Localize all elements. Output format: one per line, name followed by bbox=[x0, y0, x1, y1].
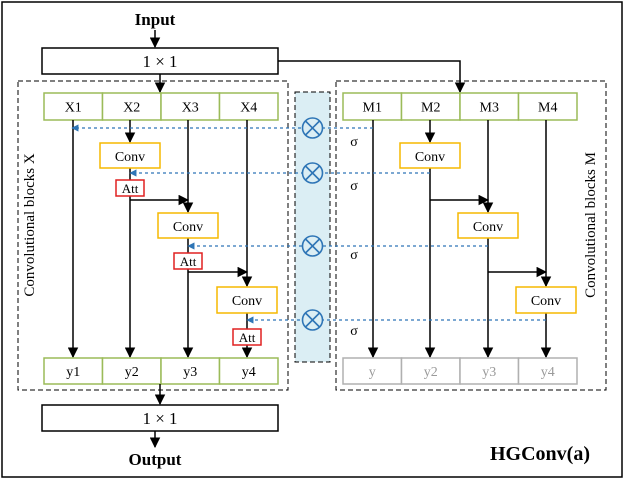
x-block-3: X3 bbox=[160, 92, 221, 121]
m-block-label: M4 bbox=[538, 101, 557, 116]
y-block-label: y2 bbox=[125, 365, 139, 380]
y-block-label: y4 bbox=[242, 365, 256, 380]
x-block-label: X4 bbox=[240, 101, 257, 116]
x-block-2: X2 bbox=[101, 92, 162, 121]
input-label: Input bbox=[135, 10, 176, 29]
x-block-label: X3 bbox=[182, 101, 199, 116]
conv-label: Conv bbox=[531, 294, 561, 309]
x-blocks-row: X1 X2 X3 X4 bbox=[43, 92, 279, 121]
m-blocks-row: M1 M2 M3 M4 bbox=[342, 92, 578, 121]
diagram-title: HGConv(a) bbox=[490, 443, 590, 465]
ym-block-2: y2 bbox=[400, 357, 461, 385]
conv-block-x2: Conv bbox=[157, 212, 219, 239]
m-block-label: M3 bbox=[480, 101, 499, 116]
att-block-3: Att bbox=[232, 328, 262, 346]
bottom-conv-1x1 bbox=[41, 404, 279, 432]
sigma-label: σ bbox=[350, 179, 358, 194]
output-label: Output bbox=[129, 450, 182, 469]
m-block-3: M3 bbox=[459, 92, 520, 121]
conv-block-x1: Conv bbox=[99, 142, 161, 169]
y-block-3: y3 bbox=[160, 357, 221, 385]
conv-block-x3: Conv bbox=[216, 286, 278, 314]
ym-blocks-row: y y2 y3 y4 bbox=[342, 357, 578, 385]
ym-block-4: y4 bbox=[517, 357, 578, 385]
ym-block-1: y bbox=[342, 357, 403, 385]
conv-label: Conv bbox=[115, 150, 145, 165]
top-conv-label: 1 × 1 bbox=[142, 52, 177, 71]
group-box-x bbox=[17, 80, 289, 391]
multiply-circles bbox=[301, 117, 324, 331]
top-conv-1x1 bbox=[41, 47, 279, 75]
side-label-left: Convolutional blocks X bbox=[22, 153, 38, 296]
ym-block-label: y3 bbox=[482, 365, 496, 380]
y-block-1: y1 bbox=[43, 357, 104, 385]
multiply-icon bbox=[301, 235, 324, 257]
m-block-label: M2 bbox=[421, 101, 440, 116]
x-block-4: X4 bbox=[218, 92, 279, 121]
sigma-label: σ bbox=[350, 135, 358, 150]
m-block-1: M1 bbox=[342, 92, 403, 121]
multiply-icon bbox=[301, 117, 324, 139]
att-block-1: Att bbox=[115, 179, 145, 197]
ym-block-label: y4 bbox=[541, 365, 555, 380]
multiply-icon bbox=[301, 162, 324, 184]
m-block-4: M4 bbox=[517, 92, 578, 121]
x-block-1: X1 bbox=[43, 92, 104, 121]
side-label-right: Convolutional blocks M bbox=[583, 152, 599, 298]
att-label: Att bbox=[239, 330, 256, 345]
ym-block-3: y3 bbox=[459, 357, 520, 385]
y-block-4: y4 bbox=[218, 357, 279, 385]
y-block-label: y1 bbox=[66, 365, 80, 380]
multiply-icon bbox=[301, 309, 324, 331]
sigma-label: σ bbox=[350, 248, 358, 263]
sigma-label: σ bbox=[350, 324, 358, 339]
group-box-m bbox=[335, 80, 607, 391]
x-block-label: X2 bbox=[123, 101, 140, 116]
conv-label: Conv bbox=[173, 220, 203, 235]
x-block-label: X1 bbox=[65, 101, 82, 116]
ym-block-label: y2 bbox=[424, 365, 438, 380]
conv-block-m3: Conv bbox=[515, 286, 577, 314]
att-label: Att bbox=[180, 254, 197, 269]
conv-block-m1: Conv bbox=[399, 142, 461, 169]
conv-label: Conv bbox=[415, 150, 445, 165]
ym-block-label: y bbox=[369, 365, 376, 380]
m-block-2: M2 bbox=[400, 92, 461, 121]
y-blocks-row: y1 y2 y3 y4 bbox=[43, 357, 279, 385]
m-block-label: M1 bbox=[363, 101, 382, 116]
att-block-2: Att bbox=[173, 252, 203, 270]
bottom-conv-label: 1 × 1 bbox=[142, 409, 177, 428]
conv-label: Conv bbox=[232, 294, 262, 309]
y-block-2: y2 bbox=[101, 357, 162, 385]
conv-label: Conv bbox=[473, 220, 503, 235]
conv-block-m2: Conv bbox=[457, 212, 519, 239]
att-label: Att bbox=[122, 181, 139, 196]
y-block-label: y3 bbox=[183, 365, 197, 380]
